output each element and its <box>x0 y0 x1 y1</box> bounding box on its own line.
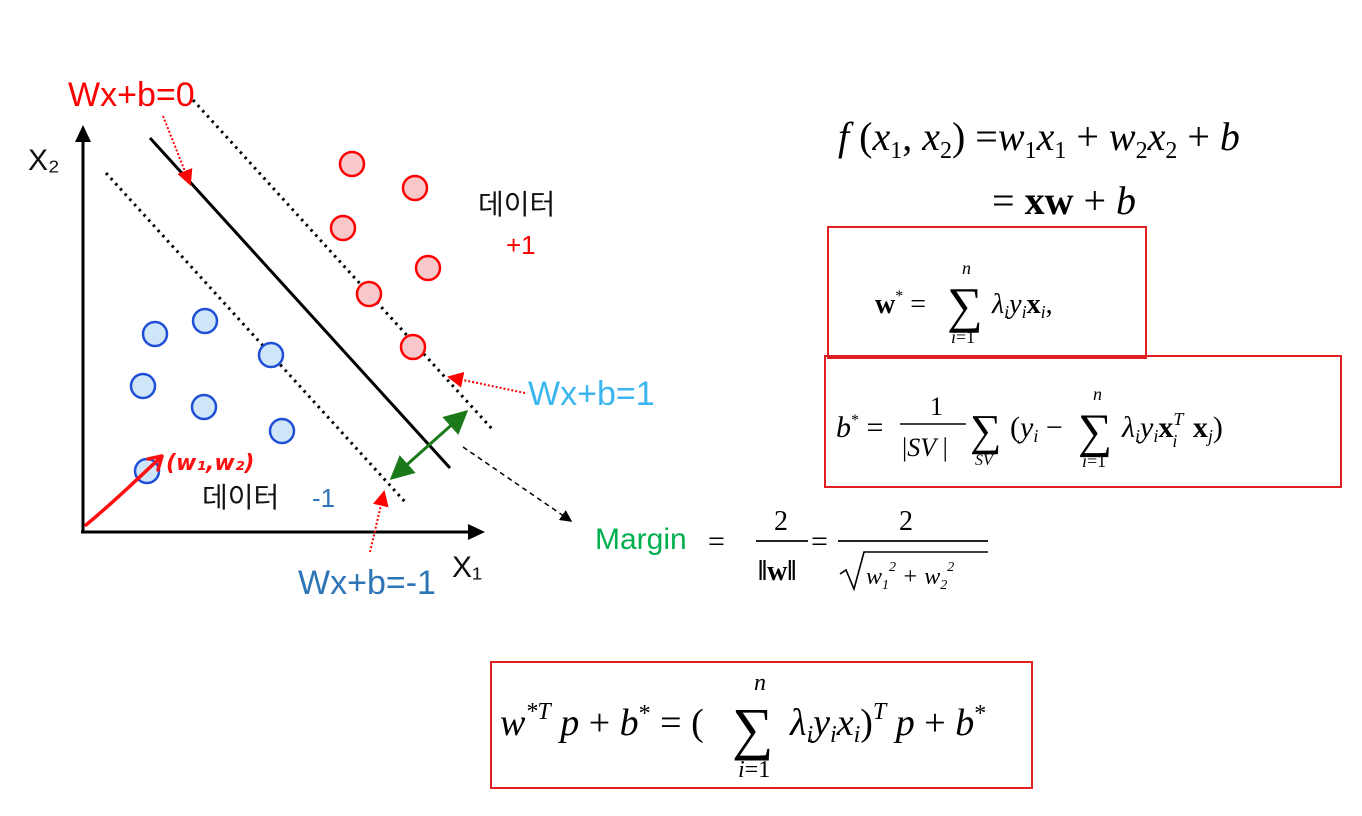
margin-double-arrow <box>389 410 469 480</box>
prediction-sum-lower: i=1 <box>738 757 770 783</box>
margin-denominator: ‖w‖ <box>758 556 796 587</box>
sqrt-content: w12 + w22 <box>866 560 954 593</box>
x2-axis-arrowhead-icon <box>75 125 91 142</box>
margin-equals-sign-2: = <box>811 525 828 558</box>
b-star-inner-sigma: ∑ <box>1078 405 1112 458</box>
prediction-rhs: λiyixi)T p + b* <box>789 699 986 748</box>
negative-point-circle <box>190 393 218 421</box>
positive-margin-pointer <box>447 372 526 394</box>
positive-point-circle <box>414 254 442 282</box>
positive-point-circle <box>355 280 383 308</box>
negative-point-circle <box>191 307 219 335</box>
b-star-inner-sum-lower: i=1 <box>1082 451 1106 471</box>
negative-point-circle <box>268 417 296 445</box>
margin-numerator: 2 <box>774 506 788 537</box>
hyperplane-label: Wx+b=0 <box>68 76 195 114</box>
prediction-sum-upper: n <box>754 670 766 696</box>
b-star-sigma-sv-lower: SV <box>975 452 995 469</box>
negative-points <box>129 307 296 485</box>
positive-point-circle <box>338 150 366 178</box>
margin-equals-sign: = <box>708 525 725 558</box>
weight-vector-arrowhead-icon <box>146 454 164 472</box>
negative-point-circle <box>129 372 157 400</box>
b-star-sigma-sv: ∑ <box>970 406 1001 455</box>
w-star-sum-upper: n <box>962 258 971 278</box>
decision-function-line1: f (x1, x2) =w1x1 + w2x2 + b <box>838 114 1240 164</box>
x1-axis-label: X₁ <box>452 551 482 584</box>
margin-formula-pointer <box>462 446 573 522</box>
w-star-sigma: ∑ <box>947 277 983 333</box>
negative-margin-pointer <box>369 490 389 553</box>
margin-formula: = 2 ‖w‖ = 2 w12 + w22 <box>708 506 988 593</box>
prediction-lhs: w*T p + b* = ( <box>500 699 704 744</box>
w-star-rhs: λiyixi, <box>991 289 1053 322</box>
margin-numerator-2: 2 <box>899 506 913 537</box>
x2-axis-label: X₂ <box>28 144 60 177</box>
negative-margin-label: Wx+b=-1 <box>298 564 436 602</box>
w-star-formula: w* = n ∑ i=1 λiyixi, <box>875 258 1053 347</box>
hyperplane-pointer <box>162 115 193 186</box>
positive-class-title: 데이터 <box>478 189 555 220</box>
prediction-formula: w*T p + b* = ( n ∑ i=1 λiyixi)T p + b* <box>500 670 986 783</box>
b-star-denominator: |SV | <box>902 433 948 462</box>
decision-function: f (x1, x2) =w1x1 + w2x2 + b = xw + b <box>838 114 1240 223</box>
decision-function-line2: = xw + b <box>992 178 1136 223</box>
positive-point-circle <box>399 333 427 361</box>
sqrt-sign <box>839 551 988 592</box>
b-star-formula-box <box>824 355 1342 488</box>
positive-margin-line <box>191 98 495 432</box>
w-star-formula-box <box>827 226 1147 359</box>
b-star-numerator: 1 <box>930 392 943 421</box>
negative-point-circle <box>141 320 169 348</box>
x1-axis-arrowhead-icon <box>468 524 485 540</box>
positive-points <box>329 150 442 361</box>
positive-class-value: +1 <box>506 230 536 260</box>
negative-class-title: 데이터 <box>202 482 279 513</box>
negative-margin-line <box>104 171 408 505</box>
prediction-formula-box <box>490 661 1033 789</box>
positive-point-circle <box>401 174 429 202</box>
w-star-sum-lower: i=1 <box>951 327 975 347</box>
weight-vector-label: (w₁,w₂) <box>166 451 254 476</box>
negative-point-circle <box>257 341 285 369</box>
b-star-lhs: b* = <box>836 411 883 444</box>
weight-vector-arrow <box>84 456 162 527</box>
prediction-sigma: ∑ <box>732 696 773 761</box>
positive-margin-label: Wx+b=1 <box>528 375 655 413</box>
positive-point-circle <box>329 214 357 242</box>
b-star-inner-sum-upper: n <box>1093 384 1102 404</box>
w-star-lhs: w* = <box>875 288 926 320</box>
margin-label: Margin <box>595 523 687 556</box>
negative-class-value: -1 <box>312 483 335 513</box>
b-star-paren-open: (yi − <box>1010 411 1063 446</box>
